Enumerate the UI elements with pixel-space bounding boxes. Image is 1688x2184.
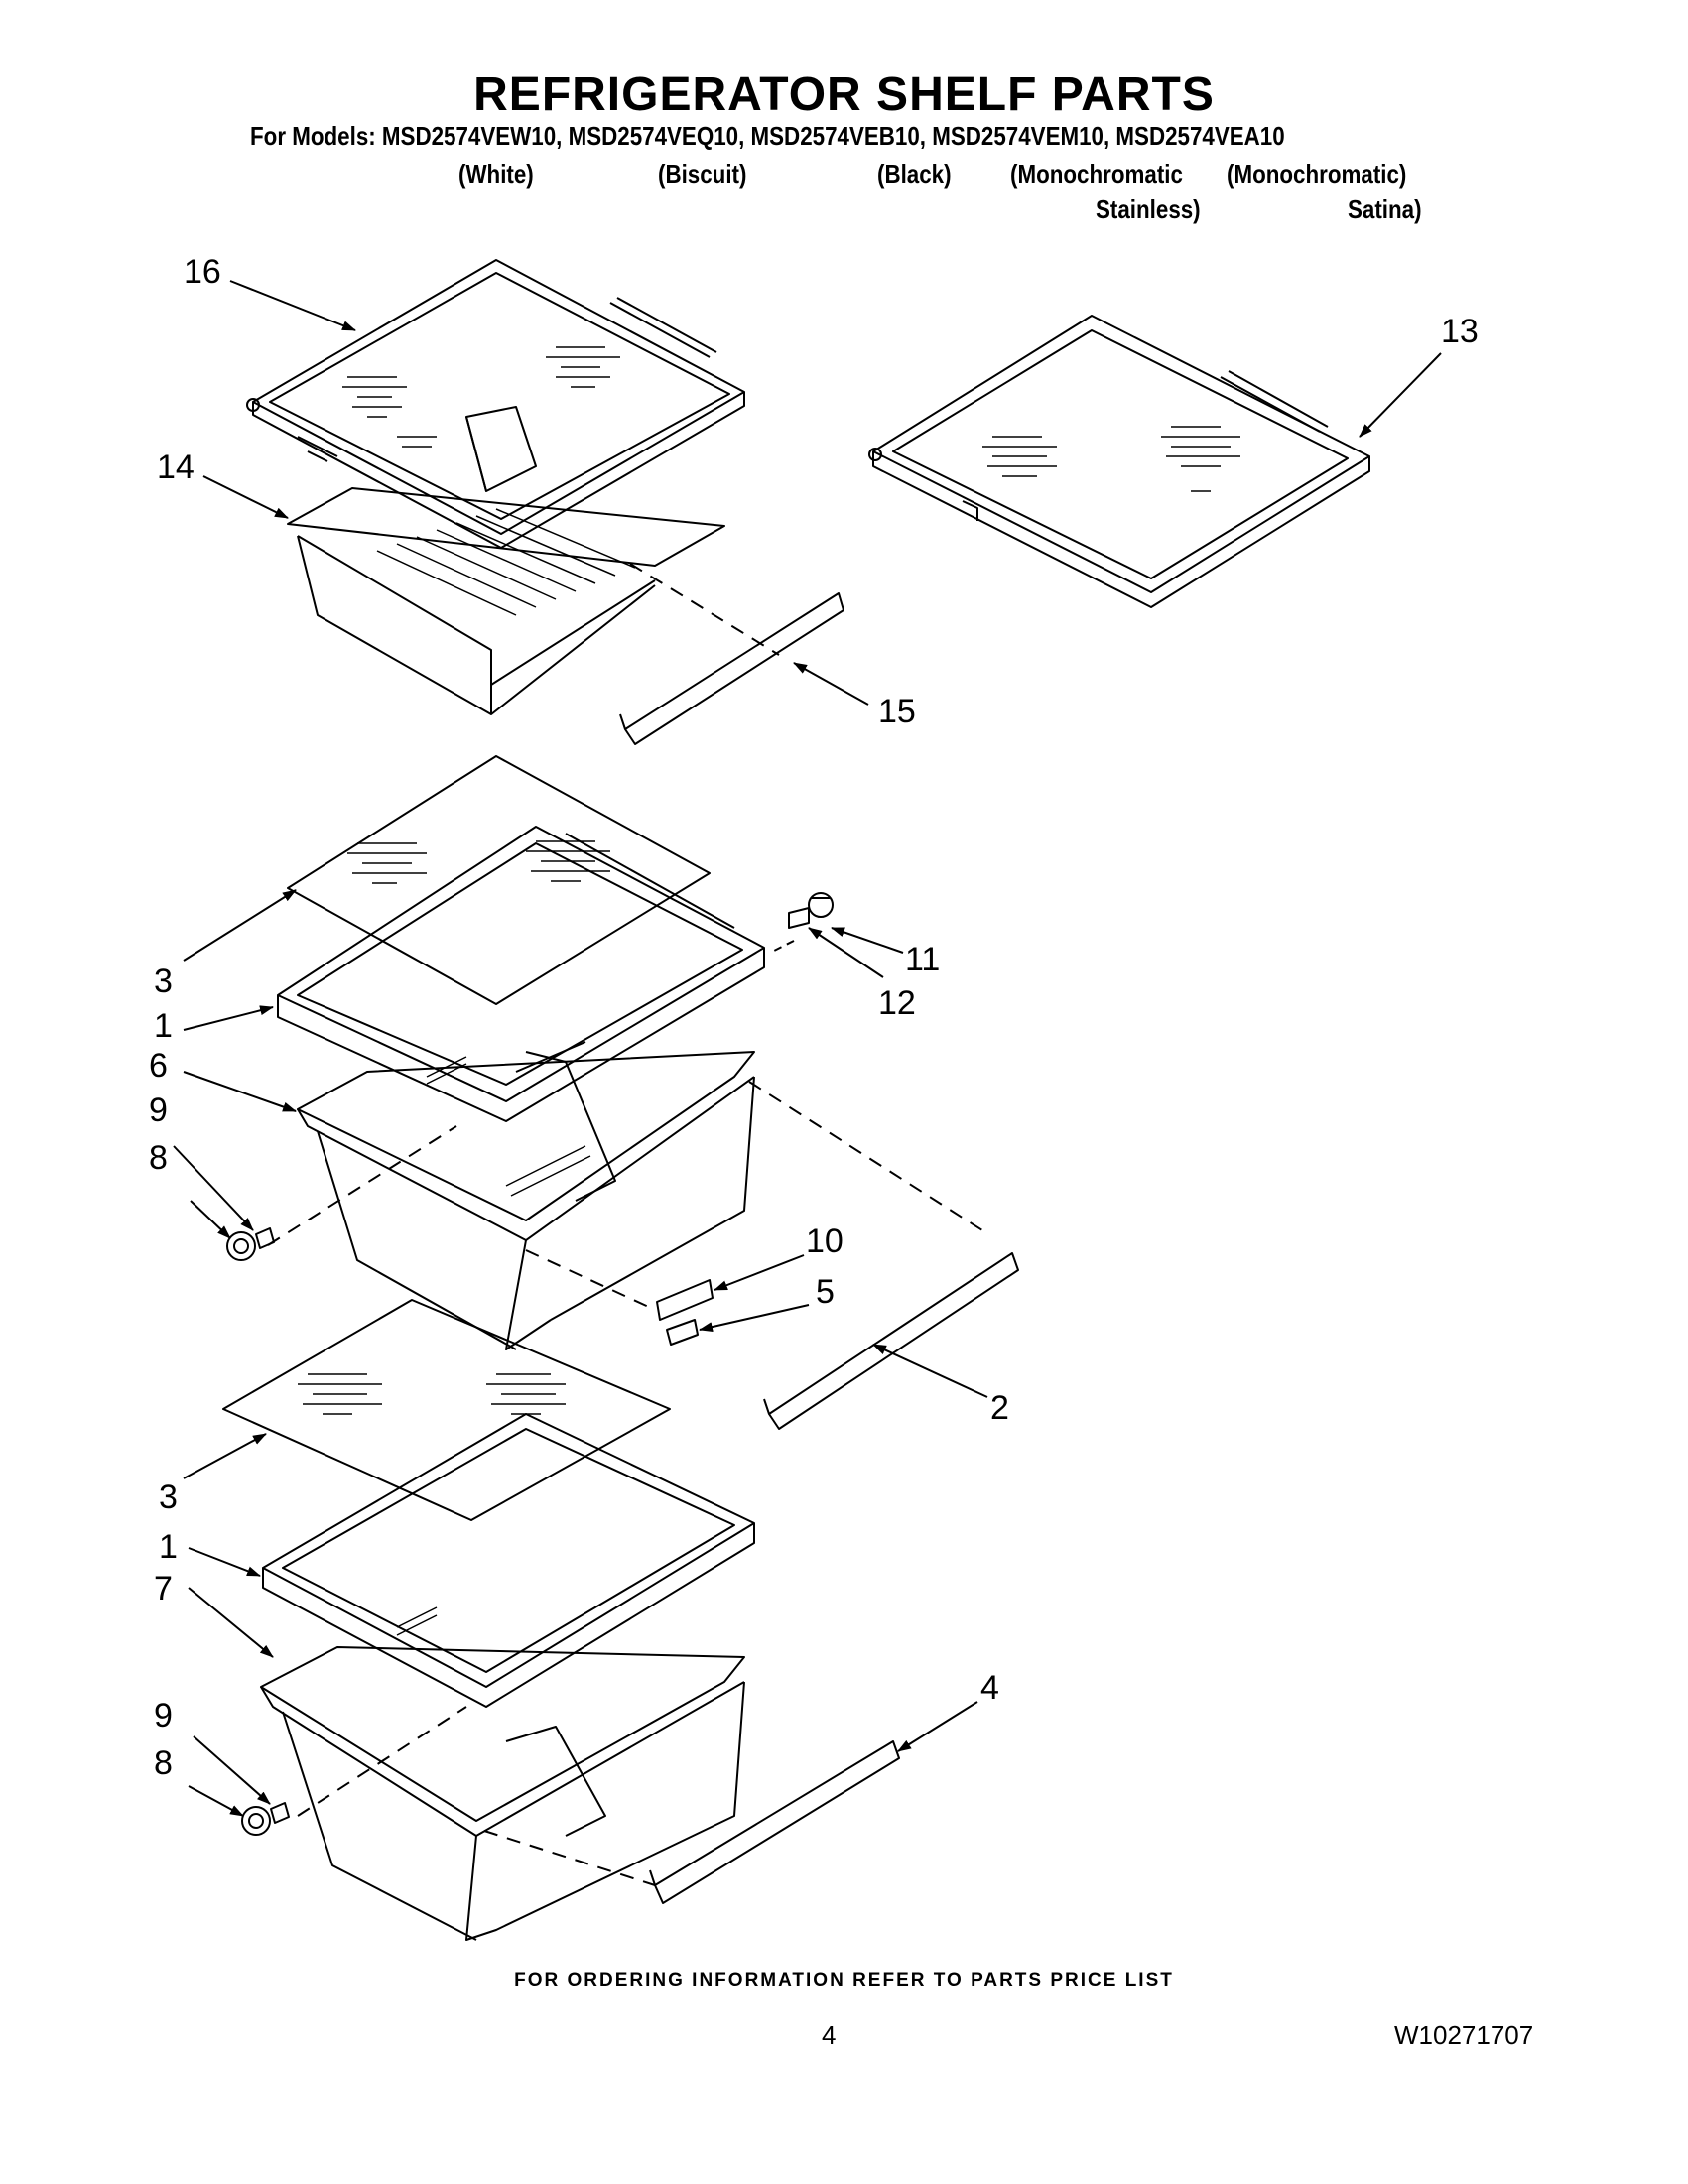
callout-9-lower: 9 [154, 1697, 173, 1734]
color-mono-stainless-line2: Stainless) [1096, 194, 1201, 224]
part-5-clip [666, 1319, 699, 1346]
part-2-trim [763, 1252, 1019, 1430]
part-9-screw-upper [255, 1227, 275, 1249]
dashed-guide-15 [629, 563, 780, 656]
callout-4: 4 [980, 1669, 999, 1707]
part-9-screw-lower [270, 1802, 290, 1824]
callout-9-upper: 9 [149, 1092, 168, 1129]
part-1-cover-frame-lower [262, 1413, 755, 1708]
page-number: 4 [822, 2020, 837, 2050]
dashed-guide-2 [748, 1081, 983, 1231]
page-title: REFRIGERATOR SHELF PARTS [473, 68, 1215, 121]
part-8-knob-lower [241, 1806, 271, 1836]
callout-1-upper: 1 [154, 1007, 173, 1045]
callout-15: 15 [878, 693, 916, 730]
part-15-trim [619, 592, 844, 745]
dashed-guide-9-8-upper [267, 1125, 457, 1246]
color-biscuit: (Biscuit) [658, 159, 747, 189]
part-13-glass-shelf [868, 315, 1370, 608]
callout-8-lower: 8 [154, 1744, 173, 1782]
color-mono-satina-line2: Satina) [1348, 194, 1422, 224]
part-7-crisper-drawer-lower [260, 1646, 745, 1941]
color-black: (Black) [877, 159, 952, 189]
part-14-drawer [287, 406, 725, 715]
callout-1-lower: 1 [159, 1528, 178, 1566]
color-mono-stainless-line1: (Monochromatic [1010, 159, 1183, 189]
part-10-bracket [656, 1279, 714, 1321]
part-4-trim [649, 1740, 900, 1904]
document-number: W10271707 [1394, 2020, 1534, 2050]
callout-12: 12 [878, 984, 916, 1022]
part-11-knob [808, 892, 834, 918]
part-3-glass-lower [222, 1299, 671, 1521]
models-line: For Models: MSD2574VEW10, MSD2574VEQ10, … [250, 121, 1285, 151]
part-6-crisper-drawer-upper [297, 1051, 755, 1350]
callout-2: 2 [990, 1389, 1009, 1427]
part-1-cover-frame-upper [277, 826, 765, 1122]
part-3-glass-upper [287, 755, 711, 1005]
dashed-guide-4 [483, 1830, 656, 1886]
callout-3-lower: 3 [159, 1478, 178, 1516]
callout-5: 5 [816, 1273, 835, 1311]
callout-3-upper: 3 [154, 963, 173, 1000]
callout-7: 7 [154, 1570, 173, 1607]
dashed-guide-10-5 [525, 1249, 656, 1311]
ordering-info-footer: FOR ORDERING INFORMATION REFER TO PARTS … [514, 1970, 1174, 1991]
callout-8-upper: 8 [149, 1139, 168, 1177]
callout-13: 13 [1441, 313, 1479, 350]
callout-16: 16 [184, 253, 221, 291]
color-mono-satina-line1: (Monochromatic) [1227, 159, 1407, 189]
color-white: (White) [458, 159, 534, 189]
dashed-guide-9-8-lower [297, 1706, 467, 1817]
part-12-screw [788, 907, 810, 929]
callout-6: 6 [149, 1047, 168, 1085]
part-8-knob-upper [226, 1231, 256, 1261]
callout-14: 14 [157, 449, 195, 486]
callout-11: 11 [905, 941, 940, 978]
callout-10: 10 [806, 1222, 844, 1260]
